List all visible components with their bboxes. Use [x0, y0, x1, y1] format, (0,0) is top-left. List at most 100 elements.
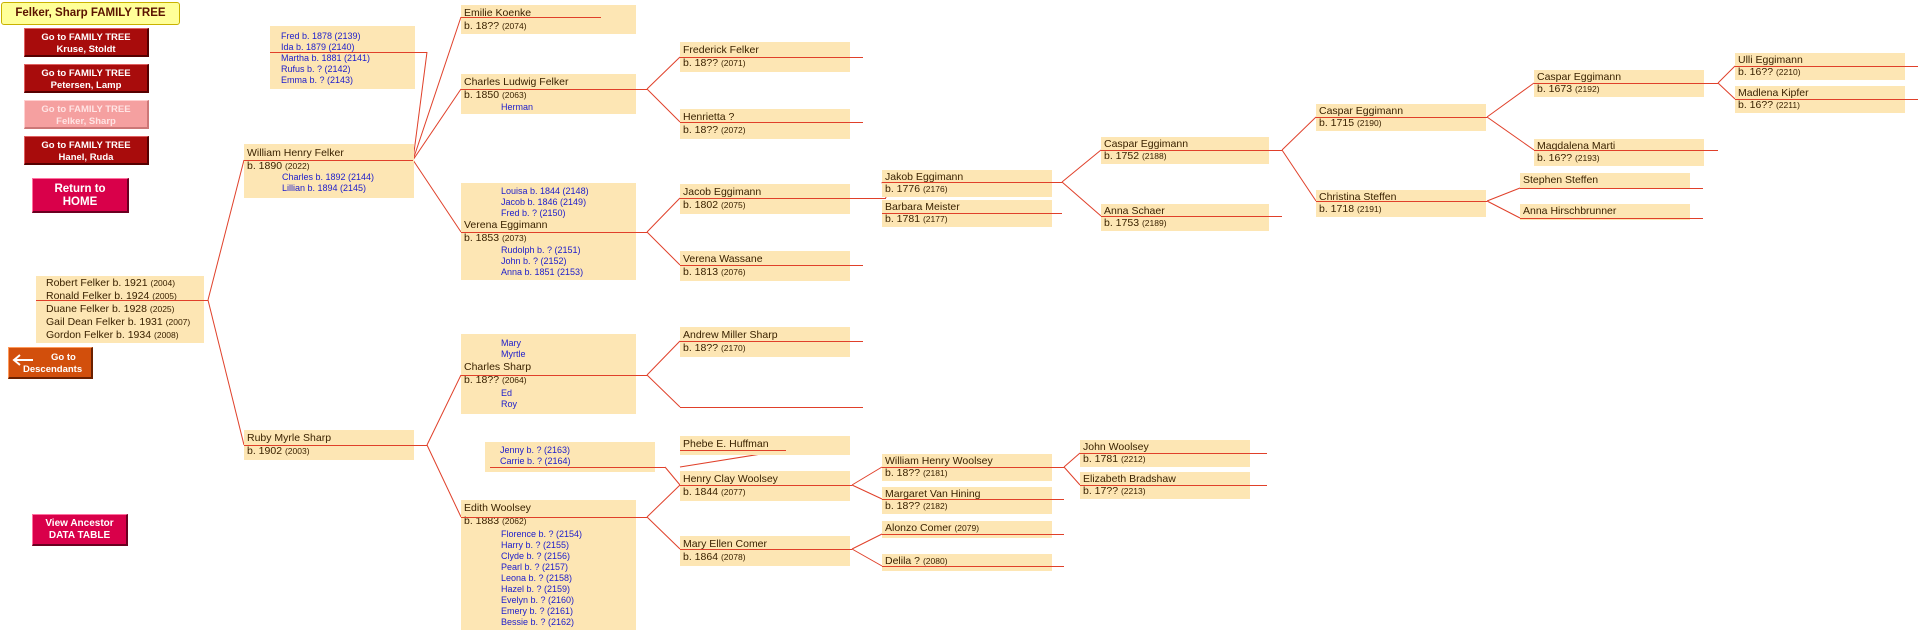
person-box-anna-hirschbrunner[interactable]: Anna Hirschbrunner	[1520, 204, 1690, 220]
button-label: Go to	[51, 352, 76, 363]
sibling-entry[interactable]: John b. ? (2152)	[501, 256, 567, 266]
person-id: (2079)	[954, 523, 980, 533]
person-box-henry-clay-woolsey[interactable]: Henry Clay Woolsey b. 1844 (2077)	[680, 471, 850, 501]
go-to-tree-hanel-ruda-button[interactable]: Go to FAMILY TREE Hanel, Ruda	[24, 136, 149, 165]
person-name: Emilie Koenke	[464, 7, 532, 19]
sibling-entry[interactable]: Bessie b. ? (2162)	[501, 617, 575, 627]
person-id: (2063)	[501, 90, 527, 100]
go-to-tree-petersen-lamp-button[interactable]: Go to FAMILY TREE Petersen, Lamp	[24, 64, 149, 93]
person-birth: b. 1883 (2062)	[464, 515, 527, 528]
connector-segment	[412, 51, 428, 161]
sibling-entry[interactable]: Emma b. ? (2143)	[281, 75, 354, 85]
person-box-charles-ludwig-felker[interactable]: Charles Ludwig Felker b. 1850 (2063) Her…	[461, 74, 636, 114]
person-box-magdalena-marti[interactable]: Magdalena Marti b. 16?? (2193)	[1534, 139, 1704, 166]
button-label: Go to FAMILY TREE	[41, 140, 131, 151]
person-name: Ulli Eggimann	[1738, 54, 1803, 66]
child-entry[interactable]: Ronald Felker b. 1924 (2005)	[46, 290, 177, 303]
person-box-charles-sharp[interactable]: Mary Myrtle Charles Sharp b. 18?? (2064)…	[461, 334, 636, 414]
birth-year: b. 18??	[885, 467, 921, 479]
birth-year: b. 1850	[464, 89, 500, 101]
person-id: (2212)	[1120, 454, 1146, 464]
person-box-emilie-koenke[interactable]: Emilie Koenke b. 18?? (2074)	[461, 5, 636, 34]
person-birth: b. 18?? (2071)	[683, 57, 746, 70]
sibling-entry[interactable]: Fred b. 1878 (2139)	[281, 31, 361, 41]
person-box-verena-wassane[interactable]: Verena Wassane b. 1813 (2076)	[680, 251, 850, 281]
connector-segment	[646, 374, 681, 408]
sibling-entry[interactable]: Carrie b. ? (2164)	[500, 456, 571, 466]
connector-line	[461, 17, 601, 18]
sibling-entry[interactable]: Harry b. ? (2155)	[501, 540, 570, 550]
sibling-entry[interactable]: Rufus b. ? (2142)	[281, 64, 351, 74]
person-box-verena-eggimann[interactable]: Louisa b. 1844 (2148) Jacob b. 1846 (214…	[461, 183, 636, 280]
person-id: (2191)	[1356, 204, 1382, 214]
child-entry[interactable]: Robert Felker b. 1921 (2004)	[46, 277, 175, 290]
birth-year: b. 1853	[464, 232, 500, 244]
person-id: (2188)	[1141, 151, 1167, 161]
go-to-descendants-button[interactable]: Go to Descendants	[8, 347, 93, 379]
person-box-alonzo-comer[interactable]: Alonzo Comer (2079)	[882, 521, 1052, 538]
sibling-entry[interactable]: Charles b. 1892 (2144)	[282, 172, 375, 182]
birth-year: b. 1890	[247, 160, 283, 172]
person-box-william-henry-felker[interactable]: William Henry Felker b. 1890 (2022) Char…	[244, 144, 414, 198]
sibling-entry[interactable]: Jenny b. ? (2163)	[500, 445, 571, 455]
sibling-entry[interactable]: Martha b. 1881 (2141)	[281, 53, 371, 63]
person-box-jacob-eggimann-1802[interactable]: Jacob Eggimann b. 1802 (2075)	[680, 184, 850, 214]
child-entry[interactable]: Gordon Felker b. 1934 (2008)	[46, 329, 179, 342]
person-box-phebe-huffman[interactable]: Phebe E. Huffman	[680, 436, 850, 455]
person-birth: b. 18?? (2181)	[885, 467, 948, 480]
connector-line	[680, 485, 852, 486]
person-birth: b. 1902 (2003)	[247, 445, 310, 458]
sibling-entry[interactable]: Mary	[501, 338, 521, 348]
sibling-entry[interactable]: Pearl b. ? (2157)	[501, 562, 569, 572]
sibling-entry[interactable]: Hazel b. ? (2159)	[501, 584, 571, 594]
sibling-entry[interactable]: Leona b. ? (2158)	[501, 573, 573, 583]
connector-line	[461, 89, 647, 90]
person-box-henrietta[interactable]: Henrietta ? b. 18?? (2072)	[680, 109, 850, 139]
person-box-andrew-miller-sharp[interactable]: Andrew Miller Sharp b. 18?? (2170)	[680, 327, 850, 357]
person-box-margaret-van-hining[interactable]: Margaret Van Hining b. 18?? (2182)	[882, 487, 1052, 514]
person-birth: b. 1890 (2022)	[247, 160, 310, 173]
person-box-mary-ellen-comer[interactable]: Mary Ellen Comer b. 1864 (2078)	[680, 536, 850, 566]
person-name: Alonzo Comer (2079)	[885, 522, 979, 535]
child-entry[interactable]: Gail Dean Felker b. 1931 (2007)	[46, 316, 190, 329]
sibling-entry[interactable]: Lillian b. 1894 (2145)	[282, 183, 367, 193]
person-box-christina-steffen[interactable]: Christina Steffen b. 1718 (2191)	[1316, 190, 1486, 217]
person-name: Henrietta ?	[683, 111, 735, 123]
child-entry[interactable]: Duane Felker b. 1928 (2025)	[46, 303, 175, 316]
sibling-entry[interactable]: Rudolph b. ? (2151)	[501, 245, 581, 255]
sibling-entry[interactable]: Florence b. ? (2154)	[501, 529, 583, 539]
sibling-entry[interactable]: Roy	[501, 399, 518, 409]
person-name: Margaret Van Hining	[885, 488, 981, 500]
person-box-anna-schaer[interactable]: Anna Schaer b. 1753 (2189)	[1101, 204, 1269, 231]
person-name: John Woolsey	[1083, 441, 1149, 453]
person-box-stephen-steffen[interactable]: Stephen Steffen	[1520, 173, 1690, 189]
person-name: Magdalena Marti	[1537, 140, 1616, 152]
sibling-entry[interactable]: Emery b. ? (2161)	[501, 606, 574, 616]
go-to-tree-felker-sharp-button[interactable]: Go to FAMILY TREE Felker, Sharp	[24, 100, 149, 129]
sibling-entry[interactable]: Clyde b. ? (2156)	[501, 551, 571, 561]
person-box-edith-woolsey[interactable]: Edith Woolsey b. 1883 (2062) Florence b.…	[461, 500, 636, 630]
sibling-entry[interactable]: Jacob b. 1846 (2149)	[501, 197, 587, 207]
person-box-jakob-eggimann-1776[interactable]: Jakob Eggimann b. 1776 (2176)	[882, 170, 1052, 197]
person-name: Caspar Eggimann	[1319, 105, 1404, 117]
sibling-entry[interactable]: Ida b. 1879 (2140)	[281, 42, 355, 52]
person-id: (2022)	[284, 161, 310, 171]
sibling-entry[interactable]: Louisa b. 1844 (2148)	[501, 186, 589, 196]
person-id: (2071)	[720, 58, 746, 68]
sibling-entry[interactable]: Ed	[501, 388, 513, 398]
go-to-tree-kruse-stoldt-button[interactable]: Go to FAMILY TREE Kruse, Stoldt	[24, 28, 149, 57]
sibling-entry[interactable]: Herman	[501, 102, 534, 112]
connector-line	[882, 467, 1064, 468]
connector-segment	[412, 16, 462, 161]
person-birth: b. 18?? (2074)	[464, 20, 527, 33]
child-birth: b. 1931	[127, 316, 163, 328]
connector-line	[882, 499, 1064, 500]
view-ancestor-data-table-button[interactable]: View Ancestor DATA TABLE	[32, 514, 128, 546]
return-home-button[interactable]: Return to HOME	[32, 178, 129, 213]
sibling-entry[interactable]: Myrtle	[501, 349, 526, 359]
person-box-delila[interactable]: Delila ? (2080)	[882, 554, 1052, 571]
sibling-entry[interactable]: Anna b. 1851 (2153)	[501, 267, 584, 277]
sibling-entry[interactable]: Evelyn b. ? (2160)	[501, 595, 575, 605]
sibling-entry[interactable]: Fred b. ? (2150)	[501, 208, 566, 218]
person-name: Edith Woolsey	[464, 502, 531, 514]
